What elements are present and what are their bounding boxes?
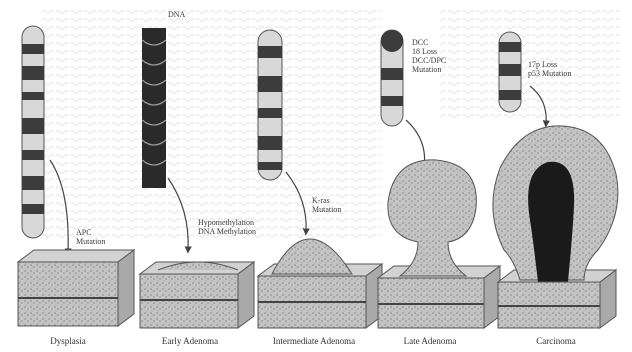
stage-label-dysplasia: Dysplasia [50, 336, 86, 346]
label-kras-mutation: K-ras Mutation [312, 196, 341, 214]
chromosome-kras [258, 30, 282, 180]
chromosome-dcc [381, 30, 403, 126]
dna-helix [142, 28, 166, 188]
label-dna-hypomethylation: Hypomethylation DNA Methylation [198, 218, 256, 236]
stage-label-late-adenoma: Late Adenoma [404, 336, 457, 346]
label-apc-mutation: APC Mutation [76, 228, 105, 246]
tissue-block-carcinoma [493, 126, 618, 328]
label-dcc-mutation: DCC 18 Loss DCC/DPC Mutation [412, 38, 446, 74]
stage-label-intermediate-adenoma: Intermediate Adenoma [273, 336, 355, 346]
tissue-block-dysplasia [18, 250, 134, 326]
tissue-block-intermediate-adenoma [258, 239, 382, 328]
tissue-block-late-adenoma [378, 160, 500, 328]
label-p53-mutation: 17p Loss p53 Mutation [528, 60, 571, 78]
stage-label-carcinoma: Carcinoma [536, 336, 576, 346]
stage-label-early-adenoma: Early Adenoma [162, 336, 218, 346]
chromosome-apc [22, 26, 44, 238]
label-dna: DNA [168, 10, 185, 19]
tissue-block-early-adenoma [140, 262, 254, 328]
chromosome-p53 [499, 32, 521, 112]
